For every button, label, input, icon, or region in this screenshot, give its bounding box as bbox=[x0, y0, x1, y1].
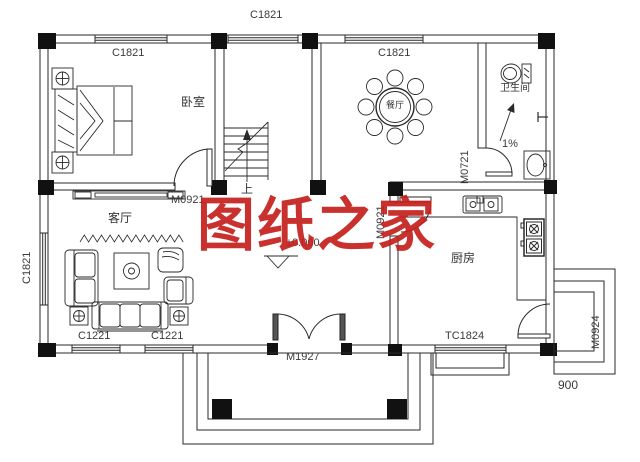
outer-walls bbox=[39, 34, 555, 354]
dining-table bbox=[357, 69, 433, 145]
entry-porch bbox=[182, 352, 434, 445]
staircase bbox=[224, 121, 269, 182]
room-label-bedroom: 卧室 bbox=[181, 95, 206, 109]
room-label-bathroom: 卫生间 bbox=[500, 83, 530, 94]
window-label-c1821-left: C1821 bbox=[21, 251, 33, 284]
door-openings bbox=[277, 303, 555, 354]
window-c1821-dining bbox=[344, 34, 424, 44]
door-m0921-bedroom bbox=[173, 148, 213, 187]
door-label-m0924: M0924 bbox=[590, 315, 602, 349]
wash-basin bbox=[523, 150, 551, 180]
door-label-m1927: M1927 bbox=[286, 351, 320, 363]
window-label-c1821-bedroom: C1821 bbox=[112, 47, 145, 59]
window-label-tc1824: TC1824 bbox=[445, 330, 485, 342]
elevation-label: ±0.000 bbox=[286, 237, 320, 249]
slope-arrow bbox=[499, 103, 515, 142]
door-m0921-kitchen bbox=[399, 196, 432, 233]
towel-bar bbox=[537, 112, 548, 122]
room-label-living: 客厅 bbox=[108, 211, 133, 225]
door-m0721-bathroom bbox=[485, 147, 513, 177]
plant-decor bbox=[79, 234, 184, 243]
elevation-marker bbox=[264, 255, 298, 269]
stair-up-label: 上 bbox=[241, 182, 254, 196]
door-label-m0921-bedroom: M0921 bbox=[171, 194, 205, 206]
columns bbox=[38, 33, 557, 357]
window-c1221-right bbox=[144, 344, 194, 354]
window-label-c1821-dining: C1821 bbox=[378, 47, 411, 59]
window-c1821-stairs bbox=[227, 34, 299, 44]
side-landing bbox=[553, 268, 616, 375]
window-label-c1221-left: C1221 bbox=[78, 330, 111, 342]
toilet bbox=[500, 63, 532, 84]
kitchen-stove bbox=[520, 218, 545, 257]
side-dimension-label: 900 bbox=[558, 378, 579, 392]
window-c1821-left bbox=[39, 232, 49, 306]
window-c1221-left bbox=[71, 344, 121, 354]
window-c1821-bedroom bbox=[94, 34, 168, 44]
window-label-c1821-top: C1821 bbox=[250, 9, 283, 21]
bed bbox=[51, 67, 133, 174]
window-tc1824-bay bbox=[430, 344, 510, 376]
slope-label: 1% bbox=[502, 138, 518, 150]
kitchen-sink bbox=[462, 195, 503, 214]
kitchen-counter bbox=[400, 216, 546, 301]
sofa-set bbox=[64, 247, 194, 332]
room-label-dining: 餐厅 bbox=[386, 100, 405, 110]
room-label-kitchen: 厨房 bbox=[451, 251, 476, 265]
tv-console bbox=[72, 190, 186, 200]
window-label-c1221-right: C1221 bbox=[151, 330, 184, 342]
door-m1927-entry bbox=[272, 313, 346, 341]
door-label-m0721: M0721 bbox=[459, 150, 471, 184]
door-label-m0921-kitchen: M0921 bbox=[375, 205, 387, 239]
door-m0924-side bbox=[517, 303, 551, 339]
